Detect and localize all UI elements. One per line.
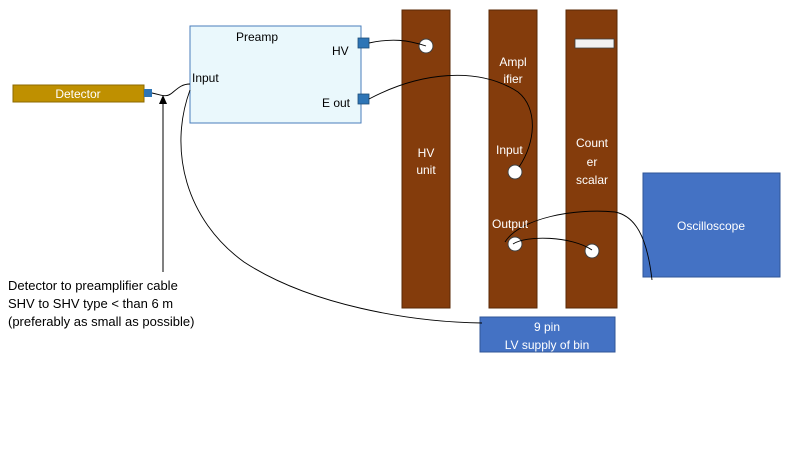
oscilloscope-label: Oscilloscope — [676, 219, 746, 233]
amplifier-module[interactable] — [488, 9, 538, 309]
lv-supply-label-line2: LV supply of bin — [504, 338, 590, 352]
preamp-hv-port-label: HV — [332, 44, 349, 58]
oscilloscope-box[interactable] — [642, 172, 781, 278]
amplifier-output-label: Output — [492, 217, 529, 231]
counter-display — [574, 38, 615, 49]
cable-note-line2: SHV to SHV type < than 6 m — [8, 296, 174, 311]
detector-cable — [151, 83, 191, 97]
hv-cable — [368, 39, 427, 47]
preamp-eout-port-label: E out — [322, 96, 351, 110]
amplifier-input-label: Input — [496, 143, 523, 157]
counter-cable — [512, 237, 593, 251]
counter-label-line3: scalar — [575, 173, 609, 187]
preamp-eout-connector[interactable] — [357, 93, 370, 105]
preamp-power-cable — [180, 89, 483, 324]
preamp-input-port-label: Input — [192, 71, 219, 85]
preamp-hv-connector[interactable] — [357, 37, 370, 49]
counter-label-line2: er — [586, 155, 598, 169]
counter-label-line1: Count — [575, 136, 609, 150]
cable-note-line1: Detector to preamplifier cable — [8, 278, 178, 293]
cable-note-line3: (preferably as small as possible) — [8, 314, 195, 329]
hv-unit-label-line2: unit — [416, 163, 436, 177]
note-arrow-head — [159, 95, 167, 104]
lv-supply-label-line1: 9 pin — [533, 320, 561, 334]
detector-connector — [144, 89, 152, 97]
counter-input-connector[interactable] — [584, 243, 600, 259]
amplifier-input-connector[interactable] — [507, 164, 523, 180]
signal-cable — [368, 74, 533, 168]
amplifier-label-line2: ifier — [503, 72, 523, 86]
preamp-title: Preamp — [236, 30, 279, 44]
scope-cable — [504, 210, 653, 281]
amplifier-label-line1: Ampl — [499, 55, 527, 69]
detector-label: Detector — [55, 87, 101, 101]
lv-supply-box[interactable] — [479, 316, 616, 353]
preamp-box[interactable] — [189, 25, 362, 124]
amplifier-output-connector[interactable] — [507, 236, 523, 252]
hv-unit-label-line1: HV — [417, 146, 435, 160]
hv-unit-module[interactable] — [401, 9, 451, 309]
